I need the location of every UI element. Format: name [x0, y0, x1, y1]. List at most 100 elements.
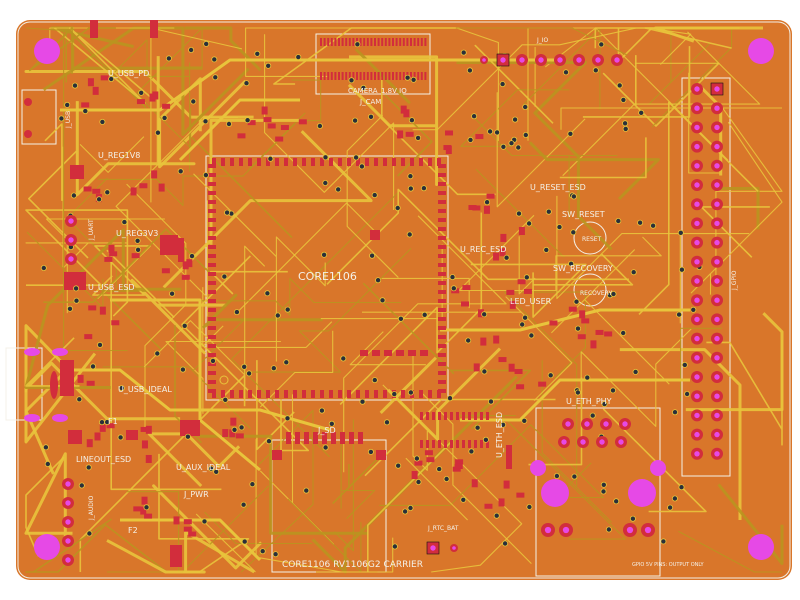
usb-c-outline	[5, 347, 43, 421]
via	[358, 163, 365, 170]
smd-pad	[538, 381, 547, 387]
smd-pad	[208, 173, 216, 177]
smd-pad	[438, 218, 446, 222]
label-reg-3v3: U_REG3V3	[116, 229, 158, 238]
smd-pad	[455, 459, 464, 465]
via	[407, 389, 414, 396]
via	[371, 377, 378, 384]
label-reset-esd: U_RESET_ESD	[530, 183, 586, 192]
pin-drill	[614, 57, 620, 63]
via	[484, 199, 491, 206]
smd-pad	[396, 350, 404, 356]
smd-pad	[341, 38, 344, 46]
via	[138, 89, 145, 96]
via	[415, 478, 422, 485]
eth-mount-hole	[628, 479, 656, 507]
pin-drill	[618, 439, 624, 445]
smd-pad	[86, 439, 93, 448]
pin-drill	[714, 163, 720, 169]
via	[516, 210, 523, 217]
smd-pad	[450, 412, 453, 420]
smd-pad	[604, 331, 613, 337]
smd-pad	[295, 432, 300, 444]
trace	[619, 348, 742, 520]
trace	[152, 484, 263, 570]
smd-pad	[444, 440, 447, 448]
smd-pad	[302, 390, 306, 398]
trace	[474, 44, 554, 124]
smd-pad	[480, 412, 483, 420]
smd-pad	[188, 531, 197, 537]
via	[404, 74, 411, 81]
smd-pad	[302, 158, 306, 166]
smd-pad	[438, 245, 446, 249]
smd-pad	[419, 390, 423, 398]
via	[44, 460, 51, 467]
mounting-holes	[34, 38, 774, 560]
smd-pad	[432, 440, 435, 448]
via	[360, 84, 367, 91]
smd-pad	[424, 72, 427, 80]
via	[359, 398, 366, 405]
trace	[332, 453, 384, 504]
smd-pad	[438, 209, 446, 213]
smd-pad	[237, 133, 246, 139]
pin-drill	[714, 412, 720, 419]
smd-pad	[452, 466, 461, 472]
smd-pad	[454, 463, 463, 469]
smd-pad	[266, 390, 270, 398]
pin-drill	[544, 526, 552, 534]
via	[522, 131, 529, 138]
smd-pad	[426, 457, 435, 463]
smd-pad	[468, 205, 477, 211]
smd-pad	[468, 440, 471, 448]
smd-pad	[366, 38, 369, 46]
smd-pad	[363, 38, 366, 46]
smd-pad	[363, 72, 366, 80]
via	[637, 219, 644, 226]
via	[391, 391, 398, 398]
via	[322, 444, 329, 451]
smd-pad	[462, 440, 465, 448]
smd-pad	[517, 279, 526, 285]
via	[73, 297, 80, 304]
smd-pad	[208, 290, 216, 294]
via	[620, 96, 627, 103]
via	[547, 372, 554, 379]
smd-pad	[493, 252, 500, 261]
via	[574, 389, 581, 396]
pin-drill	[714, 316, 720, 323]
label-rec-esd: U_REC_ESD	[460, 245, 506, 254]
smd-pad	[392, 158, 396, 166]
pin-drill	[714, 259, 720, 265]
smd-pad	[402, 38, 405, 46]
usb-c-pad	[50, 371, 58, 399]
smd-pad	[327, 72, 330, 80]
via	[321, 251, 328, 258]
pin-drill	[644, 526, 652, 534]
smd-pad	[158, 183, 165, 192]
smd-pad	[359, 38, 362, 46]
smd-pad	[579, 310, 586, 319]
trace	[551, 249, 670, 385]
smd-pad	[377, 72, 380, 80]
via	[450, 285, 457, 292]
via	[556, 224, 563, 231]
smd-pad	[208, 317, 216, 321]
label-reset: RESET	[582, 236, 602, 243]
usb-c-shell-pad	[52, 414, 68, 422]
via	[406, 231, 413, 238]
via	[161, 114, 168, 121]
via	[629, 515, 636, 522]
trace	[602, 408, 707, 513]
smd-pads	[60, 20, 613, 567]
via	[104, 419, 111, 426]
via	[179, 366, 186, 373]
via	[481, 311, 488, 318]
via	[86, 530, 93, 537]
via	[571, 473, 578, 480]
smd-pad	[474, 412, 477, 420]
via	[660, 538, 667, 545]
via	[224, 209, 231, 216]
smd-pad	[395, 72, 398, 80]
